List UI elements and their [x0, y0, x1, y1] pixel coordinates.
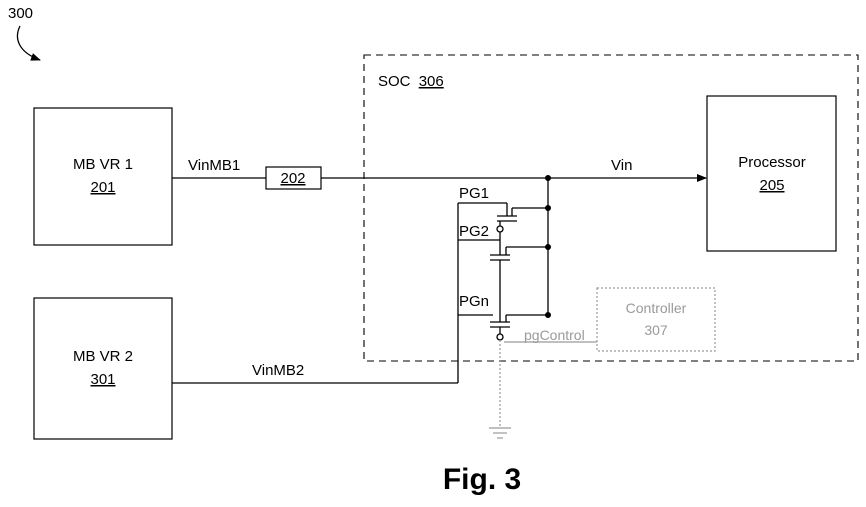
mb-vr2-box — [33, 297, 173, 440]
pgn-label: PGn — [459, 293, 489, 310]
processor-ref: 205 — [759, 177, 784, 194]
vinmb2-label: VinMB2 — [252, 362, 304, 379]
soc-ref: 306 — [419, 73, 444, 90]
mb-vr1-box — [33, 107, 173, 246]
processor-label: Processor — [738, 154, 806, 171]
pg1-transistor — [458, 202, 548, 222]
pg2-label: PG2 — [459, 223, 489, 240]
mb-vr2-label: MB VR 2 — [73, 348, 133, 365]
pg1-label: PG1 — [459, 185, 489, 202]
soc-title: SOC 306 — [378, 73, 444, 90]
processor-box — [706, 95, 837, 252]
figure-caption: Fig. 3 — [443, 463, 521, 496]
controller-box — [596, 287, 716, 352]
vinmb1-label: VinMB1 — [188, 157, 240, 174]
junction-vin — [545, 175, 551, 181]
pgcontrol-label: pgControl — [524, 327, 585, 343]
figure-number: 300 — [8, 5, 33, 22]
mb-vr1-ref: 201 — [90, 179, 115, 196]
mb-vr1-label: MB VR 1 — [73, 156, 133, 173]
block-202-ref: 202 — [280, 170, 305, 187]
pg2-transistor — [458, 221, 548, 261]
controller-ref: 307 — [644, 322, 668, 338]
ground-icon — [489, 427, 511, 439]
mb-vr2-ref: 301 — [90, 371, 115, 388]
soc-boundary — [363, 54, 859, 362]
controller-label: Controller — [626, 300, 687, 316]
soc-label: SOC — [378, 73, 411, 90]
vin-label: Vin — [611, 157, 632, 174]
figure-pointer-arrow — [16, 25, 41, 61]
pgn-transistor — [458, 260, 548, 341]
